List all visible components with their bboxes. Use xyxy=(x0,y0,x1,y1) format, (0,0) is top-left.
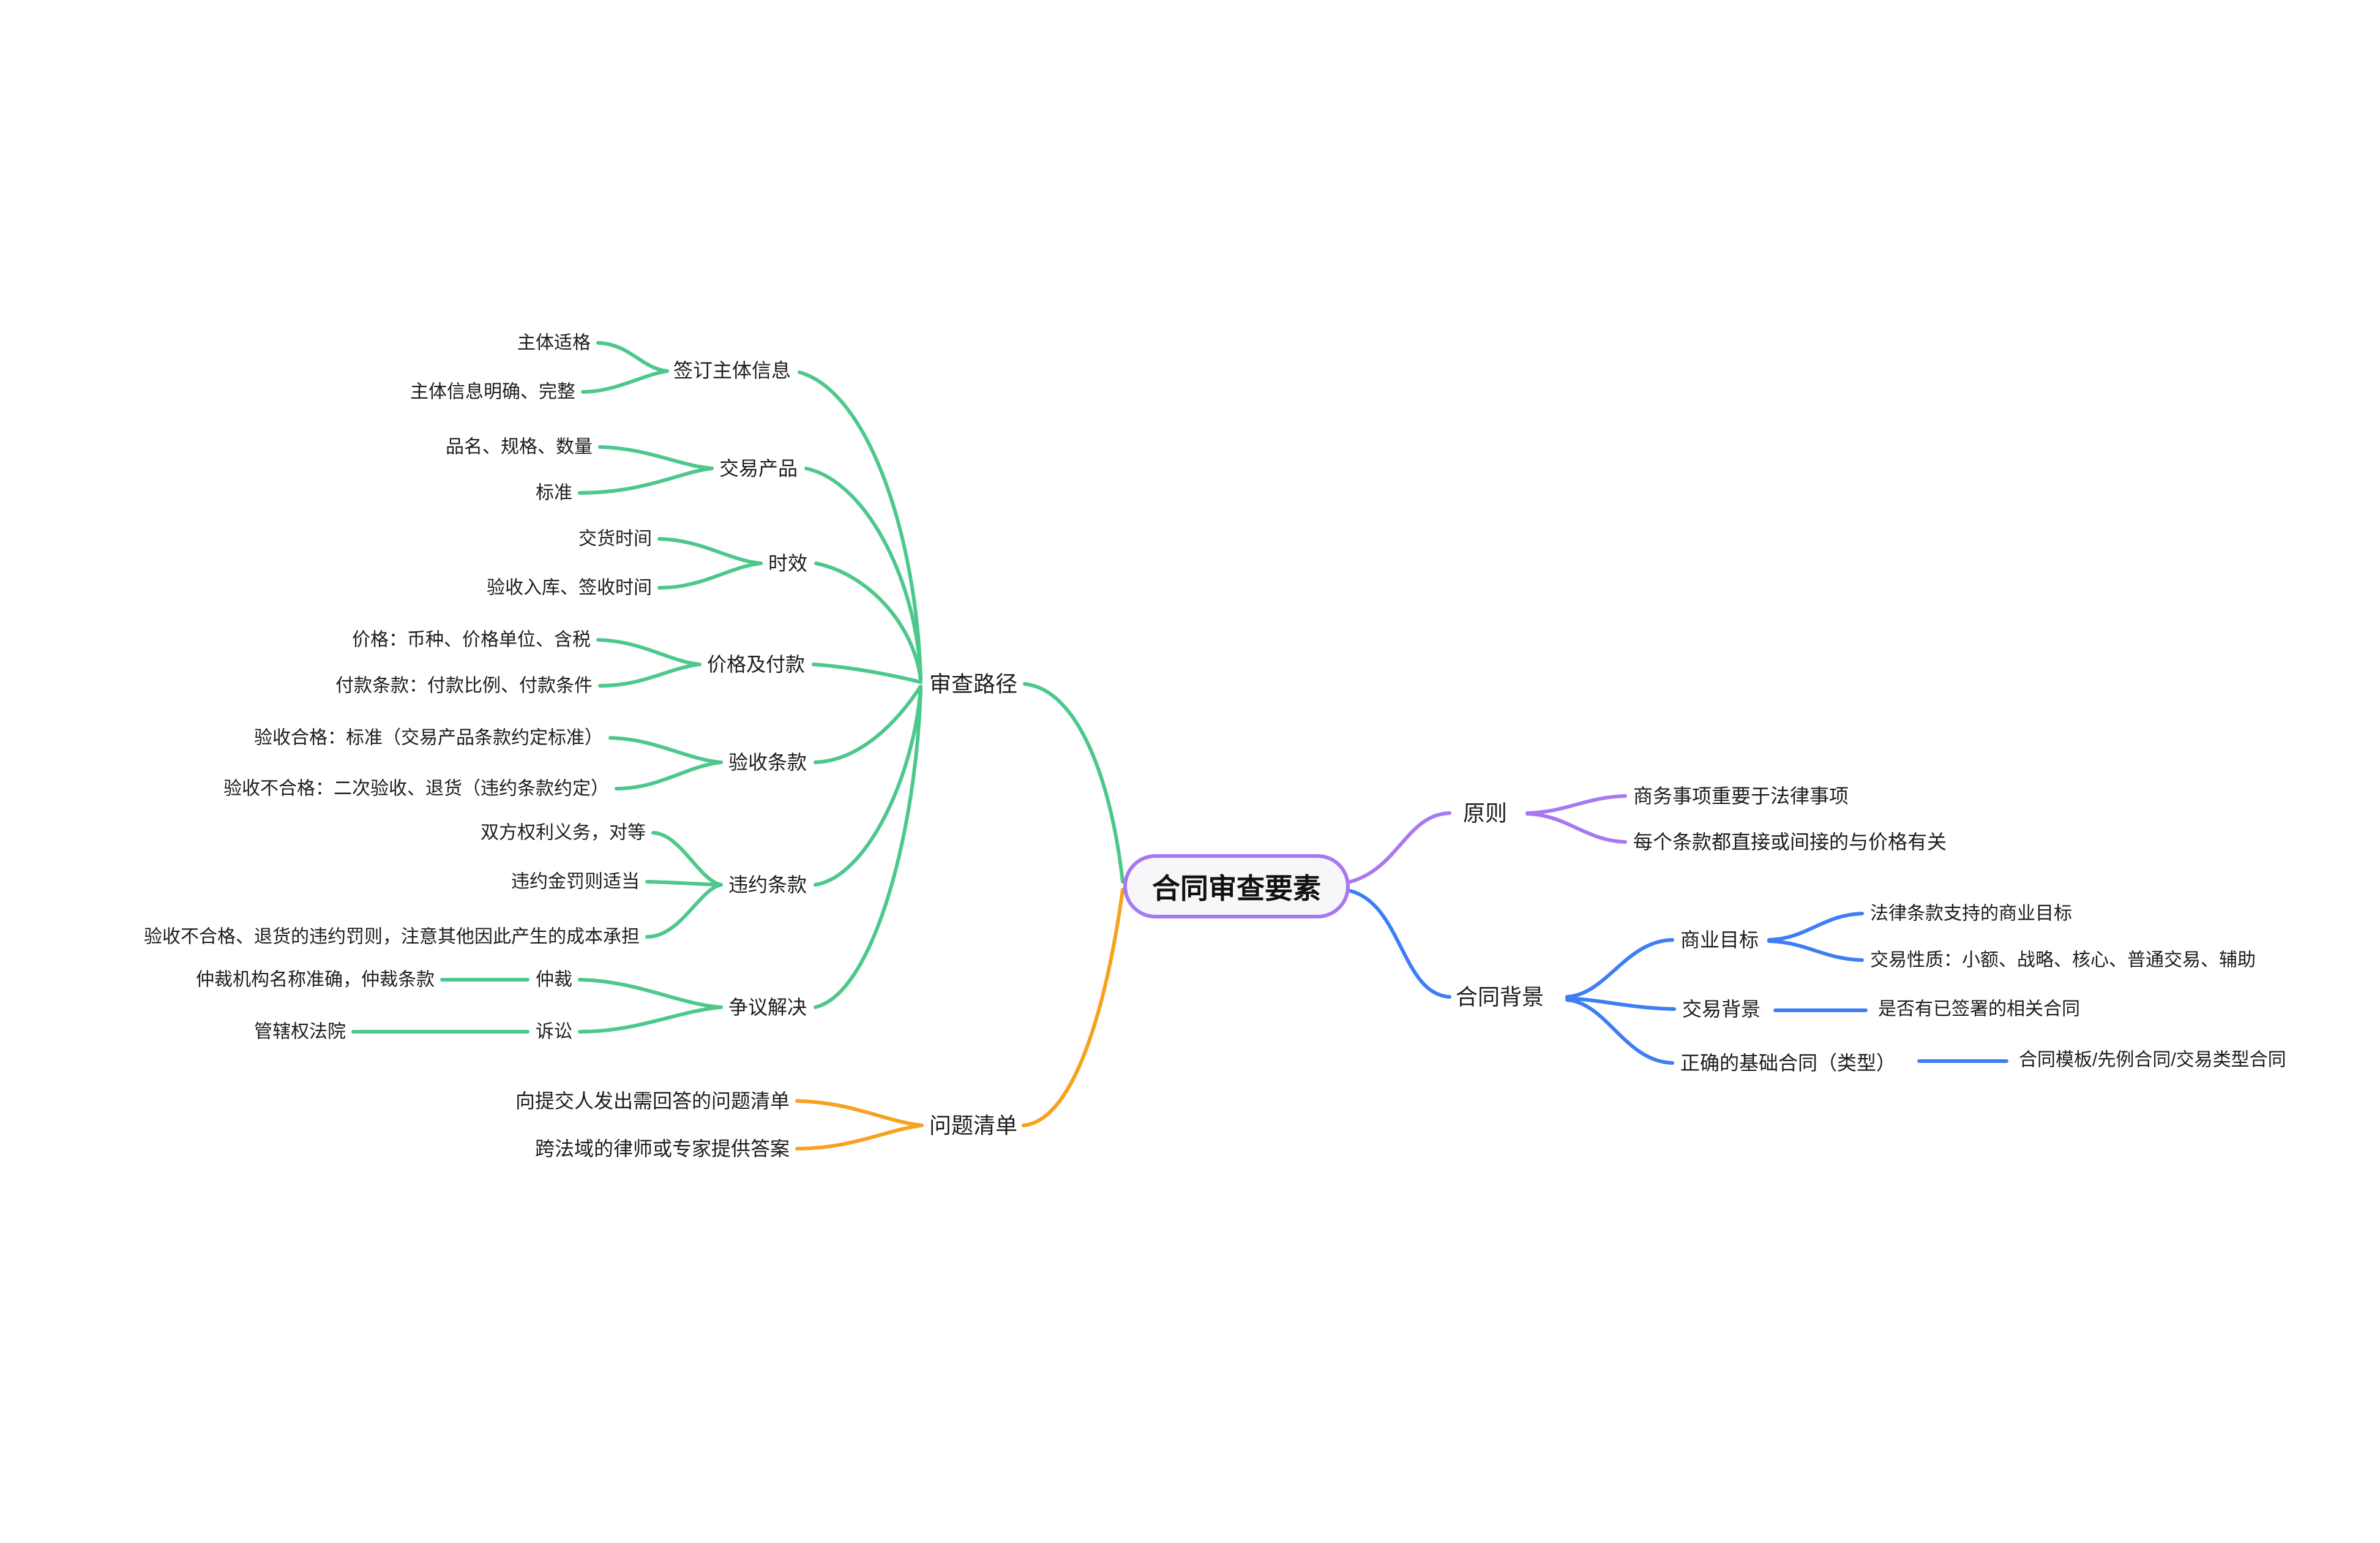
connector-path xyxy=(645,880,723,887)
branch-review-path[interactable]: 审查路径 xyxy=(929,671,1018,697)
node-correct-base-contract[interactable]: 正确的基础合同（类型） xyxy=(1680,1052,1896,1074)
branch-question-list[interactable]: 问题清单 xyxy=(929,1113,1018,1138)
leaf-acceptance-pass[interactable]: 验收合格：标准（交易产品条款约定标准） xyxy=(254,727,603,748)
node-timeliness[interactable]: 时效 xyxy=(768,552,808,574)
node-signing-subject-info[interactable]: 签订主体信息 xyxy=(673,359,791,381)
node-arbitration[interactable]: 仲裁 xyxy=(536,969,572,990)
connector-path xyxy=(1349,811,1451,884)
connector-path xyxy=(651,831,723,887)
connector-path xyxy=(1565,998,1674,1065)
node-transaction-background[interactable]: 交易背景 xyxy=(1682,998,1761,1020)
connector-path xyxy=(1022,888,1125,1127)
leaf-legal-supported-goal[interactable]: 法律条款支持的商业目标 xyxy=(1870,903,2072,924)
leaf-penalty-appropriate[interactable]: 违约金罚则适当 xyxy=(511,871,640,892)
connector-path xyxy=(798,370,922,681)
contract-background-connectors xyxy=(1349,889,2008,1065)
node-acceptance-terms[interactable]: 验收条款 xyxy=(728,751,807,773)
leaf-product-name-spec-qty[interactable]: 品名、规格、数量 xyxy=(446,437,593,457)
connector-path xyxy=(1767,912,1864,942)
connector-path xyxy=(1023,682,1125,884)
leaf-arbitration-institution[interactable]: 仲裁机构名称准确，仲裁条款 xyxy=(196,969,435,990)
leaf-acceptance-fail[interactable]: 验收不合格：二次验收、退货（违约条款约定） xyxy=(223,778,609,799)
leaf-rights-obligations-equal[interactable]: 双方权利义务，对等 xyxy=(481,822,646,843)
node-business-goal[interactable]: 商业目标 xyxy=(1680,929,1759,951)
leaf-question-list-to-submitter[interactable]: 向提交人发出需回答的问题清单 xyxy=(515,1090,790,1112)
leaf-transaction-nature[interactable]: 交易性质：小额、战略、核心、普通交易、辅助 xyxy=(1870,950,2256,970)
connector-path xyxy=(814,561,922,682)
connector-path xyxy=(598,445,714,470)
leaf-clauses-price-related[interactable]: 每个条款都直接或间接的与价格有关 xyxy=(1633,831,1947,853)
connector-path xyxy=(657,561,763,590)
node-breach-terms[interactable]: 违约条款 xyxy=(728,874,807,896)
leaf-business-over-legal[interactable]: 商务事项重要于法律事项 xyxy=(1633,785,1849,807)
branch-contract-background[interactable]: 合同背景 xyxy=(1456,984,1544,1010)
leaf-standard[interactable]: 标准 xyxy=(536,482,572,503)
question-list-connectors xyxy=(795,888,1125,1151)
connector-path xyxy=(1767,939,1864,962)
leaf-subject-info-complete[interactable]: 主体信息明确、完整 xyxy=(410,381,575,402)
review-path-connectors xyxy=(351,341,1125,1034)
leaf-penalty-cost-bearing[interactable]: 验收不合格、退货的违约罚则，注意其他因此产生的成本承担 xyxy=(144,926,640,947)
connector-path xyxy=(1565,996,1676,1011)
connector-path xyxy=(804,467,922,681)
connector-path xyxy=(608,736,723,764)
connector-path xyxy=(581,369,669,394)
connector-path xyxy=(615,760,723,790)
principles-connectors xyxy=(1349,794,1627,884)
leaf-acceptance-signoff-time[interactable]: 验收入库、签收时间 xyxy=(487,577,652,598)
leaf-price-details[interactable]: 价格：币种、价格单位、含税 xyxy=(352,629,591,650)
branch-principles[interactable]: 原则 xyxy=(1463,800,1508,826)
connector-path xyxy=(814,686,922,887)
connector-path xyxy=(578,978,723,1009)
node-litigation[interactable]: 诉讼 xyxy=(536,1021,572,1042)
leaf-jurisdiction-court[interactable]: 管辖权法院 xyxy=(254,1021,346,1042)
connector-path xyxy=(1525,812,1627,844)
connector-path xyxy=(795,1099,924,1127)
connector-path xyxy=(578,467,714,495)
leaf-cross-jurisdiction-answers[interactable]: 跨法域的律师或专家提供答案 xyxy=(534,1138,790,1160)
connector-path xyxy=(578,1005,723,1034)
connector-path xyxy=(795,1124,924,1151)
leaf-payment-terms[interactable]: 付款条款：付款比例、付款条件 xyxy=(335,675,593,696)
central-topic[interactable]: 合同审查要素 xyxy=(1123,854,1350,918)
connector-path xyxy=(596,638,702,666)
connector-path xyxy=(657,537,763,565)
leaf-signed-related-contracts[interactable]: 是否有已签署的相关合同 xyxy=(1878,999,2080,1019)
connector-path xyxy=(1349,889,1451,999)
leaf-delivery-time[interactable]: 交货时间 xyxy=(578,528,652,549)
connector-path xyxy=(645,883,723,939)
connector-path xyxy=(812,663,922,684)
connector-path xyxy=(814,685,922,764)
connector-path xyxy=(1525,794,1627,815)
leaf-subject-qualified[interactable]: 主体适格 xyxy=(517,332,591,353)
connector-path xyxy=(1565,938,1674,999)
node-transaction-product[interactable]: 交易产品 xyxy=(719,457,798,479)
connector-path xyxy=(814,688,922,1009)
node-price-and-payment[interactable]: 价格及付款 xyxy=(707,653,806,675)
node-dispute-resolution[interactable]: 争议解决 xyxy=(728,996,807,1018)
leaf-contract-templates[interactable]: 合同模板/先例合同/交易类型合同 xyxy=(2019,1049,2286,1070)
connector-path xyxy=(598,663,702,688)
connector-path xyxy=(596,341,669,373)
